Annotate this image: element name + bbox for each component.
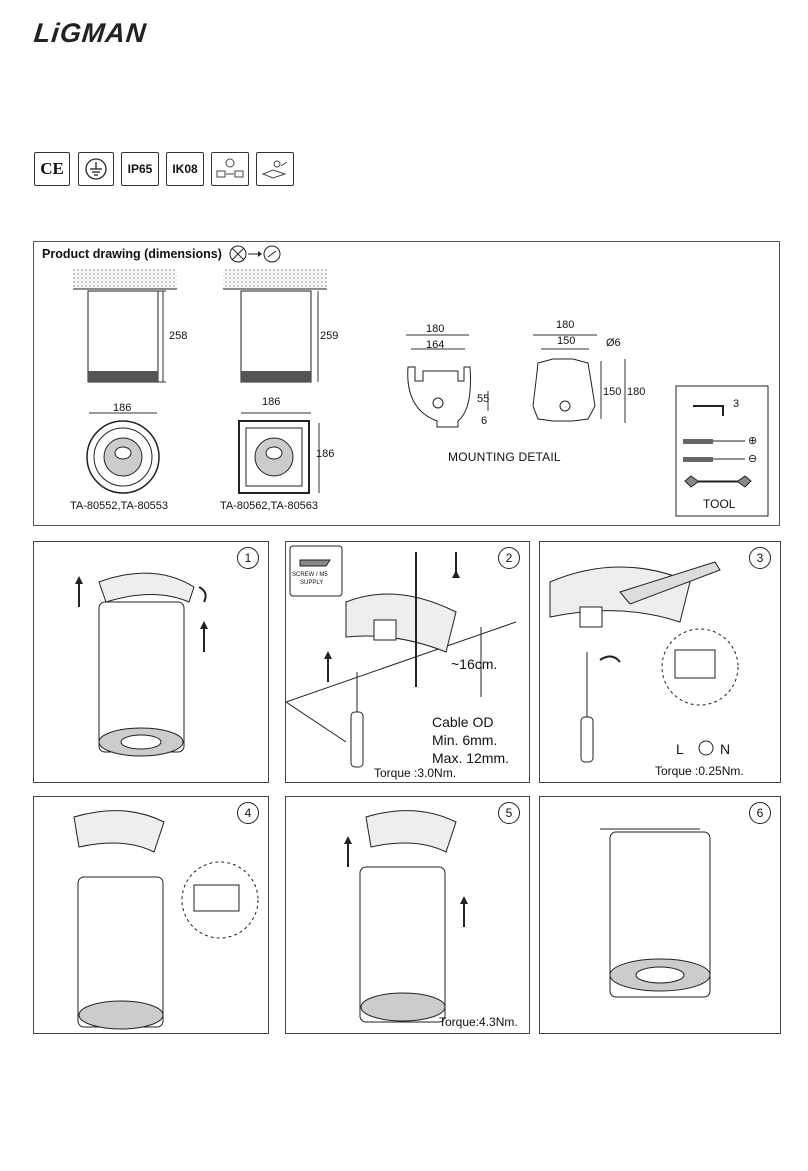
step-number: 4 [237, 802, 259, 824]
ce-mark: CE [40, 159, 64, 178]
step-number: 2 [498, 547, 520, 569]
square-width-label: 186 [262, 396, 281, 408]
torque-label: Torque:4.3Nm. [439, 1015, 518, 1029]
cable-gap-label: ~16cm. [451, 656, 498, 672]
round-mounting-plate [407, 366, 471, 428]
step-5-panel: 5 Torque:4.3Nm. [285, 796, 530, 1034]
step-number: 1 [237, 547, 259, 569]
ip65-badge: IP65 [121, 152, 159, 186]
square-model-numbers: TA-80562,TA-80563 [220, 500, 319, 512]
mount-square-outer: 180 [556, 319, 575, 331]
square-depth-label: 186 [316, 448, 335, 460]
cable-max-label: Max. 12mm. [432, 750, 510, 766]
install-surface-icon [211, 152, 249, 186]
mount-square-height-outer: 180 [627, 386, 646, 398]
screw-label: SCREW / M5 [292, 572, 328, 578]
step-4-panel: 4 [33, 796, 269, 1034]
step-3-panel: 3 L N Torque :0.25Nm. [539, 541, 781, 783]
brand-logo: LiGMAN [32, 18, 149, 48]
hex-key-size: 3 [733, 398, 740, 410]
product-drawings [73, 269, 769, 517]
product-drawing-title: Product drawing (dimensions) [42, 247, 222, 261]
step-6-panel: 6 [539, 796, 781, 1034]
mount-round-outer: 180 [426, 323, 445, 335]
round-luminaire-side [87, 290, 159, 383]
neutral-label: N [720, 741, 731, 757]
step-number: 3 [749, 547, 771, 569]
phillips-screwdriver-icon: ⊕ [748, 435, 758, 447]
product-drawing-panel [33, 241, 780, 526]
round-model-numbers: TA-80552,TA-80553 [70, 500, 169, 512]
earth-class-icon [78, 152, 114, 186]
round-diameter-label: 186 [113, 402, 132, 414]
flat-screwdriver-icon: ⊖ [748, 453, 758, 465]
square-mounting-plate [532, 358, 596, 422]
wrench [619, 561, 721, 605]
step-number: 5 [498, 802, 520, 824]
step-number: 6 [749, 802, 771, 824]
screw-supply-label: SUPPLY [300, 580, 324, 586]
mount-round-offset-a: 55 [477, 393, 490, 405]
round-height-label: 258 [169, 330, 188, 342]
mounting-detail-label: MOUNTING DETAIL [448, 450, 561, 464]
cable-od-label: Cable OD [432, 714, 494, 730]
square-luminaire-side [240, 290, 312, 383]
mount-square-height-inner: 150 [603, 386, 622, 398]
mount-square-hole: Ø6 [606, 337, 621, 349]
no-cover-to-cover-icon [229, 245, 281, 263]
terminal-zoom [661, 628, 739, 706]
torque-label: Torque :0.25Nm. [655, 764, 744, 778]
cable-min-label: Min. 6mm. [432, 732, 498, 748]
screwdriver [350, 711, 364, 768]
tool-label: TOOL [703, 497, 736, 511]
mounting-icon [256, 152, 294, 186]
ik08-badge: IK08 [166, 152, 204, 186]
mount-square-inner: 150 [557, 335, 576, 347]
live-label: L [676, 741, 684, 757]
mount-round-offset-b: 6 [481, 415, 488, 427]
step-2-panel: 2 SCREW / M5 SUPPLY ~16cm. Cable OD Min.… [285, 541, 530, 783]
mounting-plate [345, 593, 457, 653]
mount-round-inner: 164 [426, 339, 445, 351]
square-height-label: 259 [320, 330, 339, 342]
ceiling-hatch [73, 269, 177, 289]
step-1-panel: 1 [33, 541, 269, 783]
ce-mark-badge: CE [34, 152, 70, 186]
torque-label: Torque :3.0Nm. [374, 766, 457, 780]
